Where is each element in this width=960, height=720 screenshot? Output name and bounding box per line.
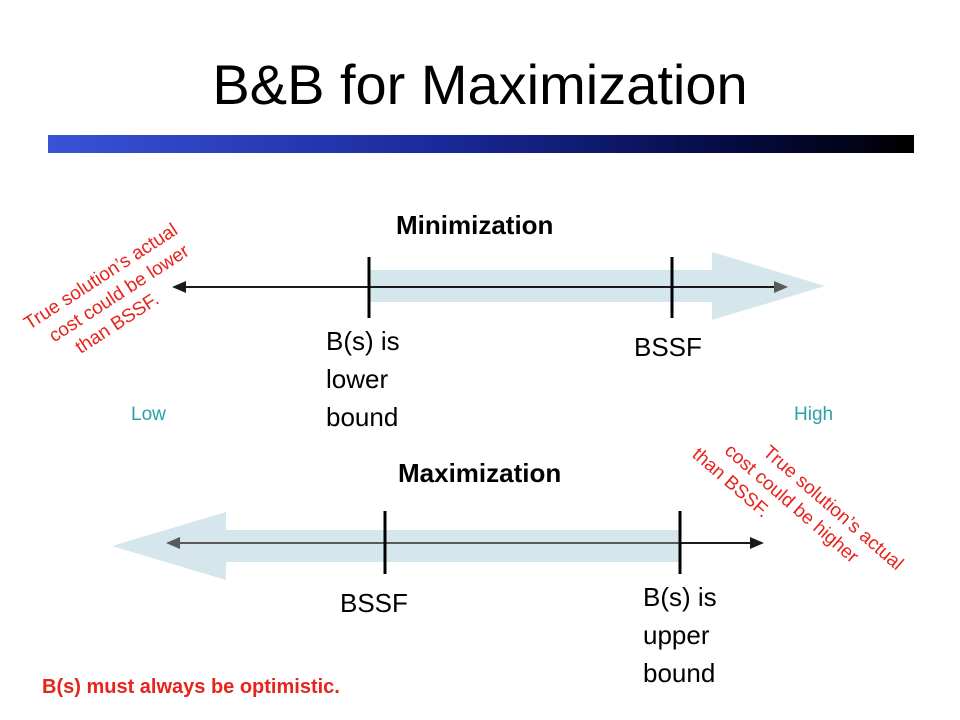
label-line: upper: [643, 620, 710, 650]
maximization-axis-right-arrowhead: [750, 537, 764, 549]
minimization-axis-right-arrowhead: [774, 281, 788, 293]
maximization-upper-bound-label: B(s) is upper bound: [643, 578, 717, 692]
minimization-heading: Minimization: [396, 210, 554, 240]
scale-high-label: High: [794, 404, 834, 425]
maximization-axis-left-arrowhead: [166, 537, 180, 549]
minimization-axis-left-arrowhead: [172, 281, 186, 293]
maximization-wide-arrow: [112, 512, 680, 580]
label-line: bound: [326, 402, 399, 432]
maximization-bssf-label: BSSF: [340, 588, 408, 618]
label-line: lower: [326, 364, 389, 394]
label-line: B(s) is: [643, 582, 717, 612]
optimistic-footer-note: B(s) must always be optimistic.: [42, 676, 340, 698]
maximization-heading: Maximization: [398, 458, 562, 488]
label-line: bound: [643, 658, 716, 688]
label-line: B(s) is: [326, 326, 400, 356]
minimization-bssf-label: BSSF: [634, 332, 702, 362]
title-underline-bar: [48, 135, 914, 153]
scale-low-label: Low: [131, 404, 166, 425]
slide-title: B&B for Maximization: [212, 53, 748, 116]
minimization-lower-bound-label: B(s) is lower bound: [326, 322, 400, 436]
